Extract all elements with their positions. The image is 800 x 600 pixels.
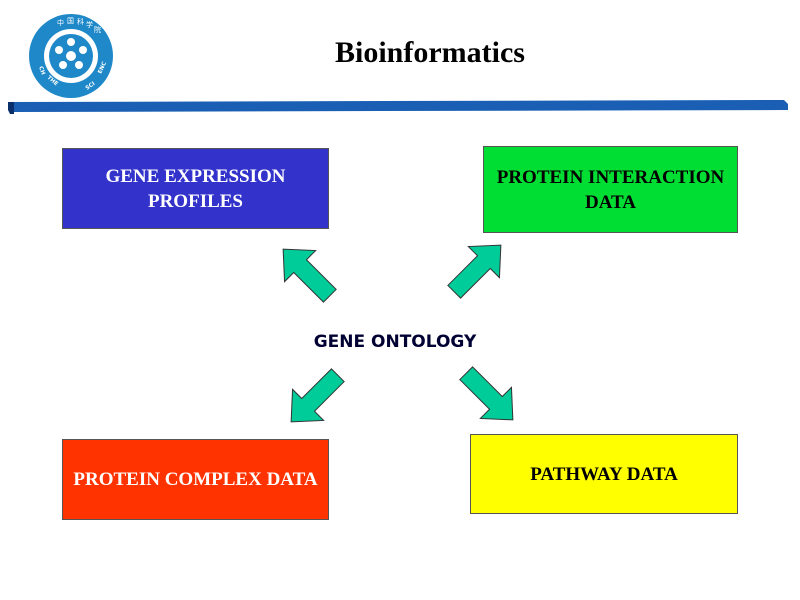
protein-complex-data-box: PROTEIN COMPLEX DATA	[62, 439, 329, 520]
protein-complex-data-label: PROTEIN COMPLEX DATA	[73, 469, 318, 490]
svg-text:SCI: SCI	[85, 81, 97, 92]
protein-interaction-data-label: PROTEIN INTERACTION DATA	[496, 166, 725, 213]
svg-text:学: 学	[86, 20, 93, 29]
chinese-academy-of-sciences-emblem-icon: THE CH SCI ENC 中 国 科 学 院	[29, 14, 113, 98]
protein-interaction-data-box: PROTEIN INTERACTION DATA	[483, 146, 738, 233]
pathway-data-label: PATHWAY DATA	[530, 463, 678, 485]
svg-text:科: 科	[77, 17, 84, 26]
header-divider-bar	[8, 100, 788, 114]
arrow-up-right-icon	[447, 244, 502, 299]
svg-text:院: 院	[94, 25, 101, 34]
svg-text:CH: CH	[37, 66, 46, 77]
gene-expression-profiles-box: GENE EXPRESSION PROFILES	[62, 148, 329, 229]
slide-title: Bioinformatics	[335, 36, 525, 69]
gene-ontology-label: GENE ONTOLOGY	[313, 332, 477, 352]
svg-text:ENC: ENC	[97, 61, 108, 75]
arrow-down-left-icon	[290, 368, 345, 423]
pathway-data-box: PATHWAY DATA	[470, 434, 738, 514]
svg-text:中: 中	[57, 18, 64, 27]
arrow-down-right-icon	[459, 366, 514, 421]
svg-text:国: 国	[67, 17, 74, 25]
gene-expression-profiles-label: GENE EXPRESSION PROFILES	[105, 165, 286, 212]
arrow-up-left-icon	[282, 248, 337, 303]
